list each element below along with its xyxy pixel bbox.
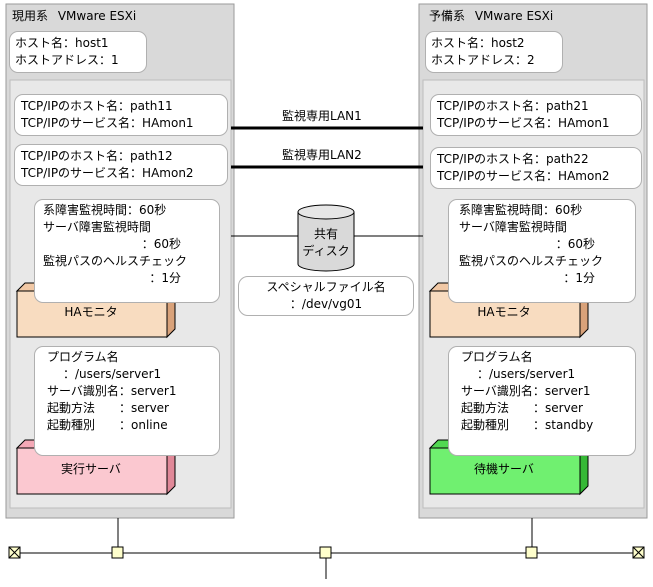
left-tcp1-service: TCP/IPのサービス名：HAmon1: [21, 116, 194, 130]
right-mon-health: 監視パスのヘルスチェック: [459, 254, 604, 268]
right-platform: VMware ESXi: [474, 9, 554, 23]
left-mon-server: サーバ障害監視時間: [43, 220, 151, 234]
right-mon-server-value: ：60秒: [555, 237, 595, 251]
right-ha-monitor-label: HAモニタ: [477, 305, 531, 319]
left-role: 現用系: [12, 9, 49, 23]
left-mon-health: 監視パスのヘルスチェック: [43, 254, 188, 268]
right-mon-server: サーバ障害監視時間: [459, 220, 567, 234]
shared-disk-line2: ディスク: [302, 244, 350, 258]
left-ha-monitor: HAモニタ: [17, 291, 175, 337]
left-prog-method: 起動方法 ：server: [47, 401, 169, 415]
left-role-label: 現用系 VMware ESXi: [12, 8, 136, 25]
right-role: 予備系: [429, 9, 466, 23]
left-host-name: ホスト名：host1: [15, 36, 109, 50]
left-platform: VMware ESXi: [57, 9, 137, 23]
left-node-icon: [111, 546, 124, 559]
right-prog-path: ：/users/server1: [477, 367, 576, 381]
right-prog-id: サーバ識別名：server1: [461, 384, 591, 398]
left-mon-health-value: ：1分: [149, 271, 181, 285]
left-mon-server-value: ：60秒: [141, 237, 181, 251]
left-mon-system: 系障害監視時間：60秒: [43, 203, 167, 217]
left-monitor-card: 系障害監視時間：60秒 サーバ障害監視時間 ：60秒 監視パスのヘルスチェック …: [34, 199, 220, 303]
left-terminator-icon: [8, 546, 21, 559]
right-host-name: ホスト名：host2: [431, 36, 525, 50]
left-prog-type: 起動種別 ：online: [47, 418, 168, 432]
center-node-icon: [319, 546, 332, 559]
left-tcp2-service: TCP/IPのサービス名：HAmon2: [21, 166, 194, 180]
right-mon-system: 系障害監視時間：60秒: [459, 203, 583, 217]
left-program-card: プログラム名 ：/users/server1 サーバ識別名：server1 起動…: [34, 346, 220, 456]
right-host-card: ホスト名：host2 ホストアドレス：2: [425, 31, 563, 73]
right-prog-method: 起動方法 ：server: [461, 401, 583, 415]
right-tcp1-host: TCP/IPのホスト名：path21: [437, 99, 589, 113]
shared-disk-label: 共有 ディスク: [298, 226, 354, 260]
right-terminator-icon: [632, 546, 645, 559]
right-node-icon: [525, 546, 538, 559]
right-prog-type: 起動種別 ：standby: [461, 418, 594, 432]
shared-disk-icon: [297, 204, 355, 272]
left-tcp1-host: TCP/IPのホスト名：path11: [21, 99, 173, 113]
right-ha-monitor: HAモニタ: [430, 291, 588, 337]
right-tcp1-service: TCP/IPのサービス名：HAmon1: [437, 116, 610, 130]
special-file-card: スペシャルファイル名 ：/dev/vg01: [238, 276, 414, 316]
right-tcp2-card: TCP/IPのホスト名：path22 TCP/IPのサービス名：HAmon2: [430, 147, 642, 189]
left-ha-monitor-label: HAモニタ: [64, 305, 118, 319]
left-tcp1-card: TCP/IPのホスト名：path11 TCP/IPのサービス名：HAmon1: [14, 94, 228, 136]
special-file-label: スペシャルファイル名: [266, 280, 386, 294]
left-prog-id: サーバ識別名：server1: [47, 384, 177, 398]
standby-server: 待機サーバ: [430, 448, 588, 494]
standby-server-label: 待機サーバ: [474, 462, 534, 476]
right-host-address: ホストアドレス：2: [431, 53, 535, 67]
right-mon-health-value: ：1分: [563, 271, 595, 285]
right-role-label: 予備系 VMware ESXi: [429, 8, 553, 25]
special-file-path: ：/dev/vg01: [289, 297, 363, 311]
active-server: 実行サーバ: [17, 448, 175, 494]
right-tcp2-service: TCP/IPのサービス名：HAmon2: [437, 169, 610, 183]
left-host-address: ホストアドレス：1: [15, 53, 119, 67]
left-host-card: ホスト名：host1 ホストアドレス：1: [9, 31, 147, 73]
right-monitor-card: 系障害監視時間：60秒 サーバ障害監視時間 ：60秒 監視パスのヘルスチェック …: [448, 199, 636, 303]
right-prog-name: プログラム名: [461, 350, 533, 364]
right-tcp2-host: TCP/IPのホスト名：path22: [437, 152, 589, 166]
right-program-card: プログラム名 ：/users/server1 サーバ識別名：server1 起動…: [448, 346, 636, 456]
left-tcp2-card: TCP/IPのホスト名：path12 TCP/IPのサービス名：HAmon2: [14, 144, 228, 186]
left-prog-path: ：/users/server1: [63, 367, 162, 381]
lan1-label: 監視専用LAN1: [282, 109, 362, 123]
left-tcp2-host: TCP/IPのホスト名：path12: [21, 149, 173, 163]
active-server-label: 実行サーバ: [61, 462, 121, 476]
lan2-label: 監視専用LAN2: [282, 148, 362, 162]
shared-disk-line1: 共有: [313, 227, 338, 241]
right-tcp1-card: TCP/IPのホスト名：path21 TCP/IPのサービス名：HAmon1: [430, 94, 642, 136]
left-prog-name: プログラム名: [47, 350, 119, 364]
